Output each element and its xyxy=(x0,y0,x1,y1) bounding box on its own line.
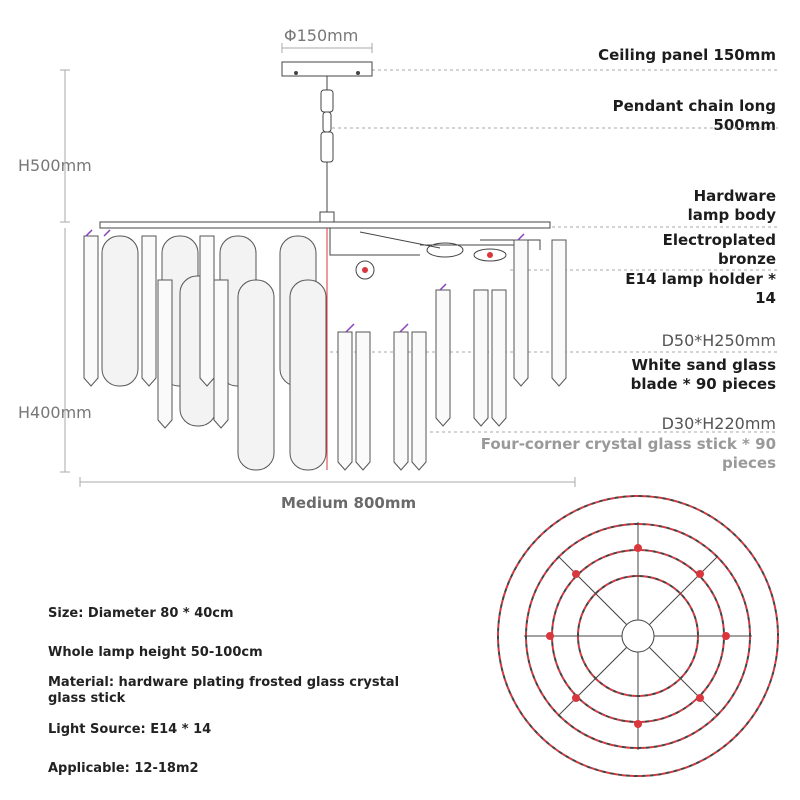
hardware-ring xyxy=(99,221,551,229)
spec-material: Material: hardware plating frosted glass… xyxy=(48,675,400,706)
top-view-hub xyxy=(621,619,655,653)
spec-size: Size: Diameter 80 * 40cm xyxy=(48,606,234,621)
dimension-lines xyxy=(60,43,576,487)
callout-blade-size: D50*H250mm xyxy=(661,331,776,350)
spec-applicable: Applicable: 12-18m2 xyxy=(48,761,199,776)
spec-height: Whole lamp height 50-100cm xyxy=(48,645,263,660)
chandelier-top-view xyxy=(497,495,779,777)
crystal-sticks xyxy=(83,235,567,471)
ceiling-diameter-label: Φ150mm xyxy=(284,26,359,45)
callout-pendant-chain: Pendant chain long 500mm xyxy=(612,97,776,134)
callout-ceiling-panel: Ceiling panel 150mm xyxy=(598,46,776,64)
chain-height-label: H500mm xyxy=(18,156,92,175)
lamp-arms xyxy=(329,228,541,280)
top-view-bulbs xyxy=(546,544,730,728)
top-view-spokes xyxy=(524,522,752,750)
bulbs-red xyxy=(362,252,493,273)
pendant-chain xyxy=(319,76,335,225)
callout-stick-desc: Four-corner crystal glass stick * 90 pie… xyxy=(480,435,776,472)
width-label: Medium 800mm xyxy=(281,494,417,512)
callout-hardware-body: Hardware lamp body xyxy=(687,187,776,224)
hooks xyxy=(85,229,525,333)
callout-stick-size: D30*H220mm xyxy=(661,414,776,433)
body-height-label: H400mm xyxy=(18,403,92,422)
callout-electroplated: Electroplated bronze xyxy=(662,231,776,268)
chandelier-side-drawing xyxy=(60,43,778,487)
spec-light-source: Light Source: E14 * 14 xyxy=(48,722,212,737)
callout-lamp-holder: E14 lamp holder * 14 xyxy=(625,270,776,307)
callout-blade-desc: White sand glass blade * 90 pieces xyxy=(630,356,776,393)
